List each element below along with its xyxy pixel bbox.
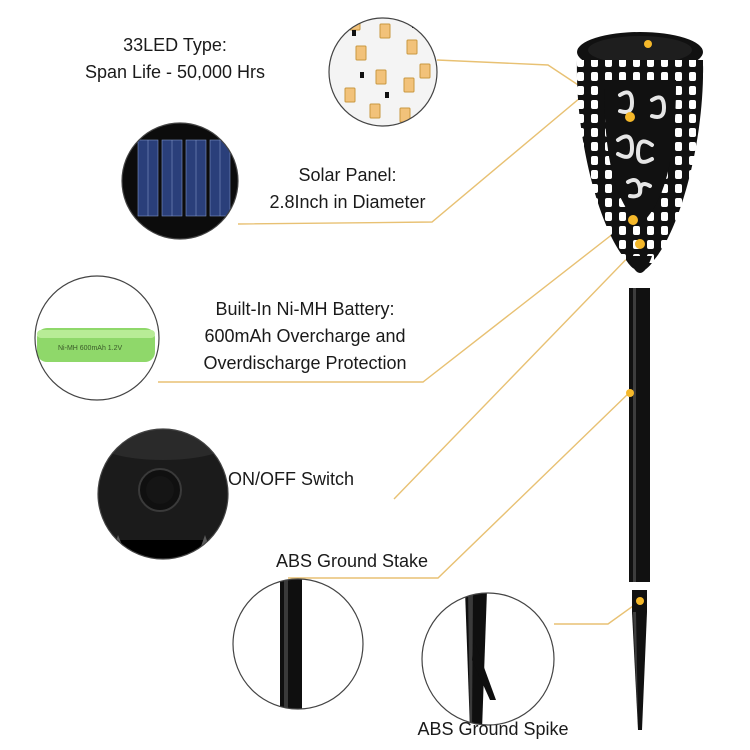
led-feature-label: 33LED Type: Span Life - 50,000 Hrs [70,32,280,86]
battery-feature-line-1: Built-In Ni-MH Battery: [215,299,395,319]
leader-line-battery [158,218,633,383]
battery-feature-line-2: 600mAh Overcharge and [204,326,406,346]
leader-lines [158,45,643,625]
battery-feature-label: Built-In Ni-MH Battery: 600mAh Overcharg… [180,296,430,377]
battery-feature-line-3: Overdischarge Protection [203,353,407,373]
marker-dot [636,597,644,605]
solar-feature-line-2: 2.8Inch in Diameter [269,192,426,212]
leader-line-switch [393,244,641,500]
switch-detail-circle [97,428,229,560]
led-feature-line-1: 33LED Type: [123,35,227,55]
spike-feature-label: ABS Ground Spike [403,716,583,743]
led-feature-line-2: Span Life - 50,000 Hrs [84,62,266,82]
stake-feature-label: ABS Ground Stake [262,548,442,575]
led-detail-circle [328,17,438,127]
solar-feature-label: Solar Panel: 2.8Inch in Diameter [245,162,450,216]
marker-dot [626,389,634,397]
marker-dot [635,239,645,249]
leader-line-solar [237,45,643,225]
marker-dot [625,112,635,122]
solar-feature-line-1: Solar Panel: [298,165,397,185]
stake-feature-line-1: ABS Ground Stake [275,551,429,571]
leader-line-spike [554,600,641,625]
battery-print-text: Ni-MH 600mAh 1.2V [58,345,123,352]
spike-feature-line-1: ABS Ground Spike [417,719,569,739]
switch-feature-line-1: ON/OFF Switch [228,469,355,489]
marker-dot [628,215,638,225]
battery-detail-circle: Ni-MH 600mAh 1.2V [34,275,160,401]
marker-dots [625,40,652,605]
solar-panel-detail-circle [121,122,239,240]
marker-dot [644,40,652,48]
switch-feature-label: ON/OFF Switch [228,466,378,493]
stake-detail-circle [232,578,364,710]
solar-torch-light [576,32,704,730]
leader-line-stake [288,391,631,579]
spike-detail-circle [421,592,555,726]
